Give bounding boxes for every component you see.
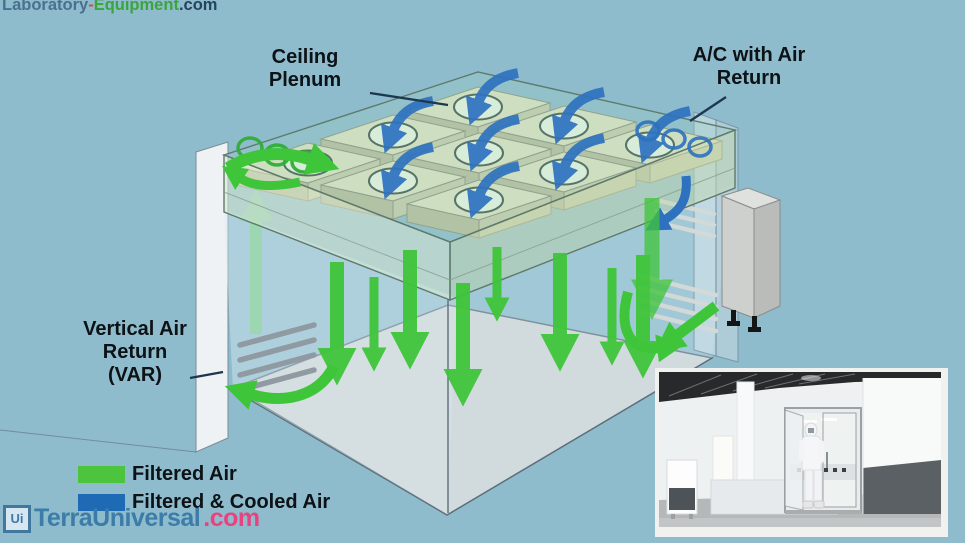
ac-air-return-label: A/C with Air Return — [692, 44, 806, 90]
legend-label: Filtered Air — [132, 463, 237, 485]
photo-right-wall — [862, 378, 941, 514]
leader-lines — [189, 91, 727, 380]
ac-unit-feet — [727, 310, 761, 332]
legend-item-filtered-air: Filtered Air — [78, 463, 330, 486]
filtered-air-swatch — [78, 466, 125, 483]
return-air-into-ffu-arrows — [222, 142, 340, 190]
cleanroom-photo-inset — [655, 368, 948, 537]
ceiling-plenum-label: Ceiling Plenum — [268, 46, 342, 92]
legend-item-filtered-cooled-air: Filtered & Cooled Air — [78, 491, 330, 514]
cleanroom-photo — [659, 372, 941, 527]
watermark-part: Laboratory — [2, 0, 89, 14]
photo-cleanroom-person — [799, 422, 825, 509]
terra-universal-logo-icon: Ui — [3, 504, 31, 533]
terra-universal-com: .com — [203, 504, 260, 532]
ac-unit-box — [720, 187, 782, 332]
filtered-air-down-arrows — [317, 198, 673, 407]
watermark-part: .com — [178, 0, 218, 14]
photo-window — [712, 435, 734, 481]
cooled-air-wall-arrow — [645, 175, 691, 231]
watermark-part: Equipment — [93, 0, 179, 14]
var-louver-grille — [237, 322, 317, 393]
laboratory-equipment-watermark: Laboratory-Equipment.com — [2, 0, 217, 15]
right-wall-and-ac — [637, 111, 782, 363]
legend: Filtered Air Filtered & Cooled Air — [78, 463, 330, 519]
cooled-air-swirls — [635, 120, 713, 158]
terra-universal-name: TerraUniversal — [34, 504, 201, 532]
legend-label: Filtered & Cooled Air — [132, 491, 331, 513]
photo-column — [736, 381, 755, 487]
terra-universal-watermark: Ui TerraUniversal.com — [3, 504, 260, 533]
return-air-curved-arrows — [224, 290, 720, 410]
photo-fan-unit — [666, 459, 698, 519]
filtered-cooled-air-swatch — [78, 494, 125, 511]
vertical-air-return-label: Vertical Air Return (VAR) — [83, 318, 187, 387]
left-var-wall — [0, 141, 229, 453]
watermark-part: - — [88, 0, 94, 14]
